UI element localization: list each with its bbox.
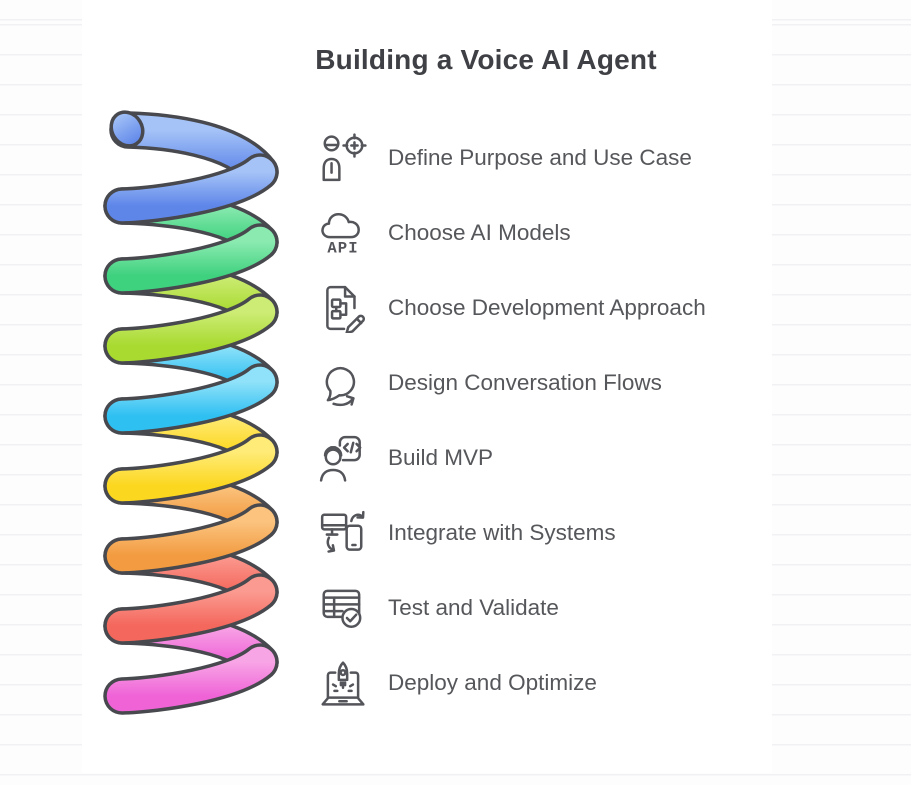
step-item-deploy-optimize: Deploy and Optimize bbox=[316, 656, 597, 710]
step-item-choose-ai-models: API Choose AI Models bbox=[316, 206, 571, 260]
chat-arrow-icon bbox=[316, 356, 370, 410]
document-flowchart-pencil-icon bbox=[316, 281, 370, 335]
step-label: Choose AI Models bbox=[388, 220, 571, 245]
step-label: Deploy and Optimize bbox=[388, 670, 597, 695]
step-item-conversation-flows: Design Conversation Flows bbox=[316, 356, 662, 410]
step-item-test-validate: Test and Validate bbox=[316, 581, 559, 635]
step-label: Choose Development Approach bbox=[388, 295, 706, 320]
step-item-development-approach: Choose Development Approach bbox=[316, 281, 706, 335]
person-target-icon bbox=[316, 131, 370, 185]
step-item-build-mvp: Build MVP bbox=[316, 431, 493, 485]
svg-text:API: API bbox=[327, 239, 358, 257]
step-item-integrate-systems: Integrate with Systems bbox=[316, 506, 616, 560]
step-item-define-purpose: Define Purpose and Use Case bbox=[316, 131, 692, 185]
step-label: Test and Validate bbox=[388, 595, 559, 620]
table-check-icon bbox=[316, 581, 370, 635]
engineer-code-icon bbox=[316, 431, 370, 485]
step-label: Integrate with Systems bbox=[388, 520, 616, 545]
step-label: Build MVP bbox=[388, 445, 494, 470]
page-title: Building a Voice AI Agent bbox=[315, 44, 657, 75]
step-label: Define Purpose and Use Case bbox=[388, 145, 692, 170]
laptop-rocket-icon bbox=[316, 656, 370, 710]
cloud-api-icon: API bbox=[316, 206, 370, 260]
devices-sync-icon bbox=[316, 506, 370, 560]
step-label: Design Conversation Flows bbox=[388, 370, 662, 395]
